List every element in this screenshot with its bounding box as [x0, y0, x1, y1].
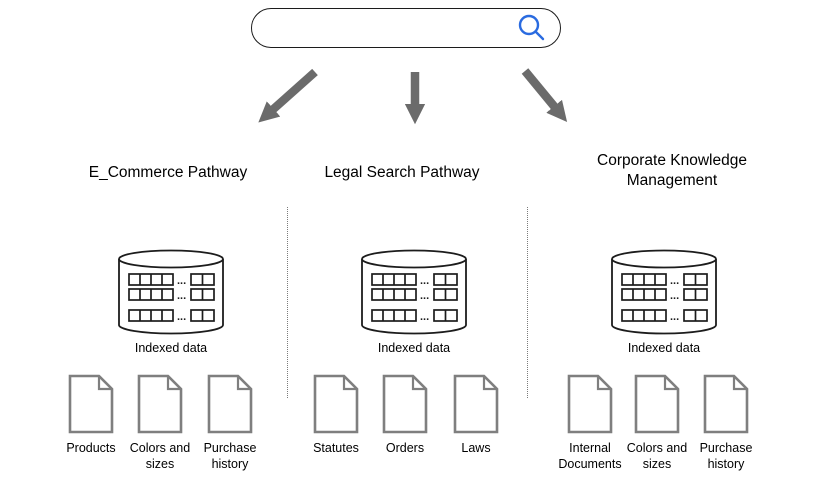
svg-text:...: ... [420, 290, 429, 302]
document-icon-internal-documents [567, 374, 613, 434]
section-title-legal: Legal Search Pathway [324, 164, 480, 181]
document-icon-colors-sizes [634, 374, 680, 434]
database-label: Indexed data [627, 341, 701, 355]
svg-text:...: ... [177, 290, 186, 302]
svg-text:...: ... [670, 290, 679, 302]
database-icon-legal: ... ... ... [361, 249, 467, 335]
document-icon-laws [453, 374, 499, 434]
document-icon-statutes [313, 374, 359, 434]
document-label: Statutes [313, 441, 359, 455]
svg-text:...: ... [177, 311, 186, 323]
document-label: Purchase history [699, 441, 753, 471]
branch-arrows [258, 68, 568, 125]
document-icon-purchase-history [703, 374, 749, 434]
arrow-down-left-icon [258, 68, 318, 123]
document-label: Internal Documents [558, 441, 622, 471]
database-icon-ecommerce: ... ... ... [118, 249, 224, 335]
svg-text:...: ... [420, 311, 429, 323]
arrow-down-right-icon [521, 68, 568, 123]
section-title-ecommerce: E_Commerce Pathway [88, 164, 248, 181]
search-icon[interactable] [517, 13, 547, 43]
database-label: Indexed data [134, 341, 208, 355]
divider-dotted-right [527, 207, 528, 398]
svg-text:...: ... [670, 311, 679, 323]
document-label: Colors and sizes [129, 441, 191, 471]
document-icon-orders [382, 374, 428, 434]
document-label: Orders [385, 441, 425, 455]
document-label: Colors and sizes [626, 441, 688, 471]
search-bar[interactable] [251, 8, 561, 48]
divider-dotted-left [287, 207, 288, 398]
document-label: Purchase history [203, 441, 257, 471]
document-label: Products [66, 441, 116, 455]
section-title-corporate: Corporate Knowledge Management [597, 152, 747, 190]
document-icon-products [68, 374, 114, 434]
document-icon-colors-sizes [137, 374, 183, 434]
document-label: Laws [461, 441, 491, 455]
svg-text:...: ... [670, 275, 679, 287]
document-icon-purchase-history [207, 374, 253, 434]
svg-text:...: ... [420, 275, 429, 287]
svg-text:...: ... [177, 275, 186, 287]
database-icon-corporate: ... ... ... [611, 249, 717, 335]
database-label: Indexed data [377, 341, 451, 355]
